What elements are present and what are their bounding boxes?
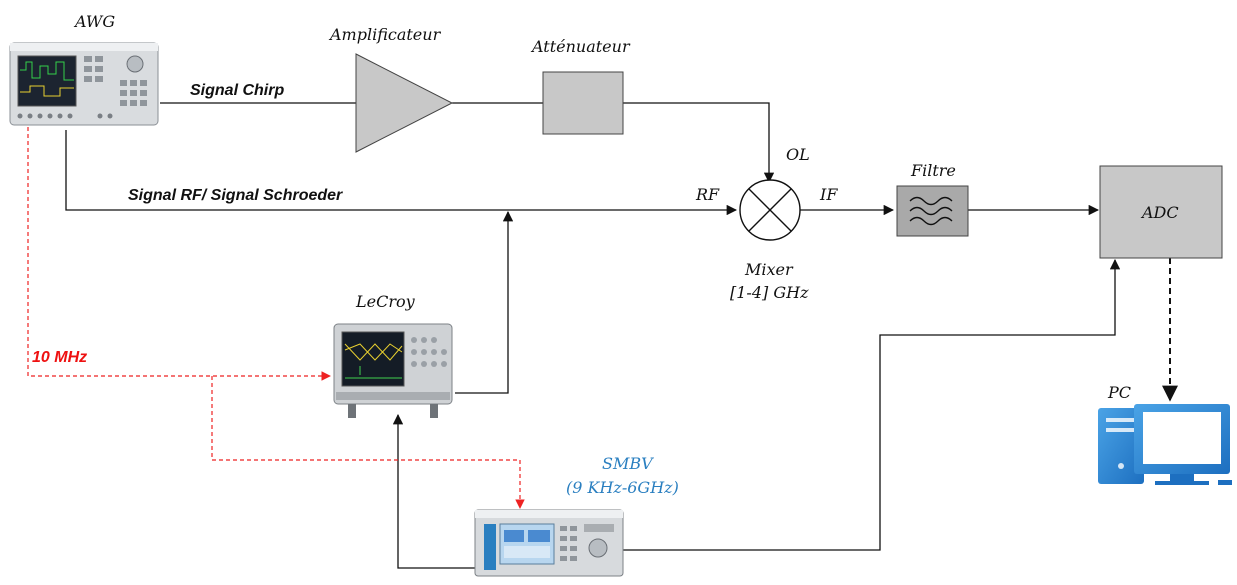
wire-10mhz-lecroy [27, 120, 331, 381]
smbv-label: SMBV [602, 454, 654, 473]
signal-chirp-label: Signal Chirp [190, 82, 284, 99]
wire-smbv-adc [620, 258, 1121, 551]
signal-rf-label: Signal RF/ Signal Schroeder [128, 187, 343, 204]
wire-smbv-lecroy [392, 413, 475, 569]
wire-lecroy-rf [455, 210, 514, 394]
wire-10mhz-smbv [211, 376, 525, 509]
filter-label: Filtre [910, 161, 956, 180]
amplifier-label: Amplificateur [328, 25, 442, 44]
mixer-rf-label: RF [695, 185, 720, 204]
mixer-ol-label: OL [786, 145, 810, 164]
oscilloscope-icon [333, 323, 453, 418]
ref-clock-label: 10 MHz [32, 349, 87, 366]
smbv-range-label: (9 KHz-6GHz) [566, 478, 679, 497]
mixer-range-label: [1-4] GHz [730, 283, 809, 302]
desktop-computer-icon [1098, 404, 1232, 485]
adc-label: ADC [1140, 203, 1179, 222]
mixer-symbol [739, 179, 801, 241]
awg-instrument-icon [9, 42, 159, 126]
awg-label: AWG [73, 12, 115, 31]
amplifier-block [355, 53, 454, 153]
adc-block [1099, 165, 1223, 259]
attenuator-label: Atténuateur [530, 37, 631, 56]
attenuator-block [542, 71, 624, 135]
wire-awg-mixer-rf [65, 130, 738, 216]
pc-label: PC [1107, 383, 1131, 402]
filter-block [896, 185, 969, 237]
wires [27, 102, 1178, 569]
mixer-label: Mixer [744, 260, 794, 279]
signal-generator-icon [474, 509, 624, 577]
lecroy-label: LeCroy [355, 292, 416, 311]
mixer-if-label: IF [819, 185, 838, 204]
wire-attenuator-mixer-ol [623, 102, 775, 184]
